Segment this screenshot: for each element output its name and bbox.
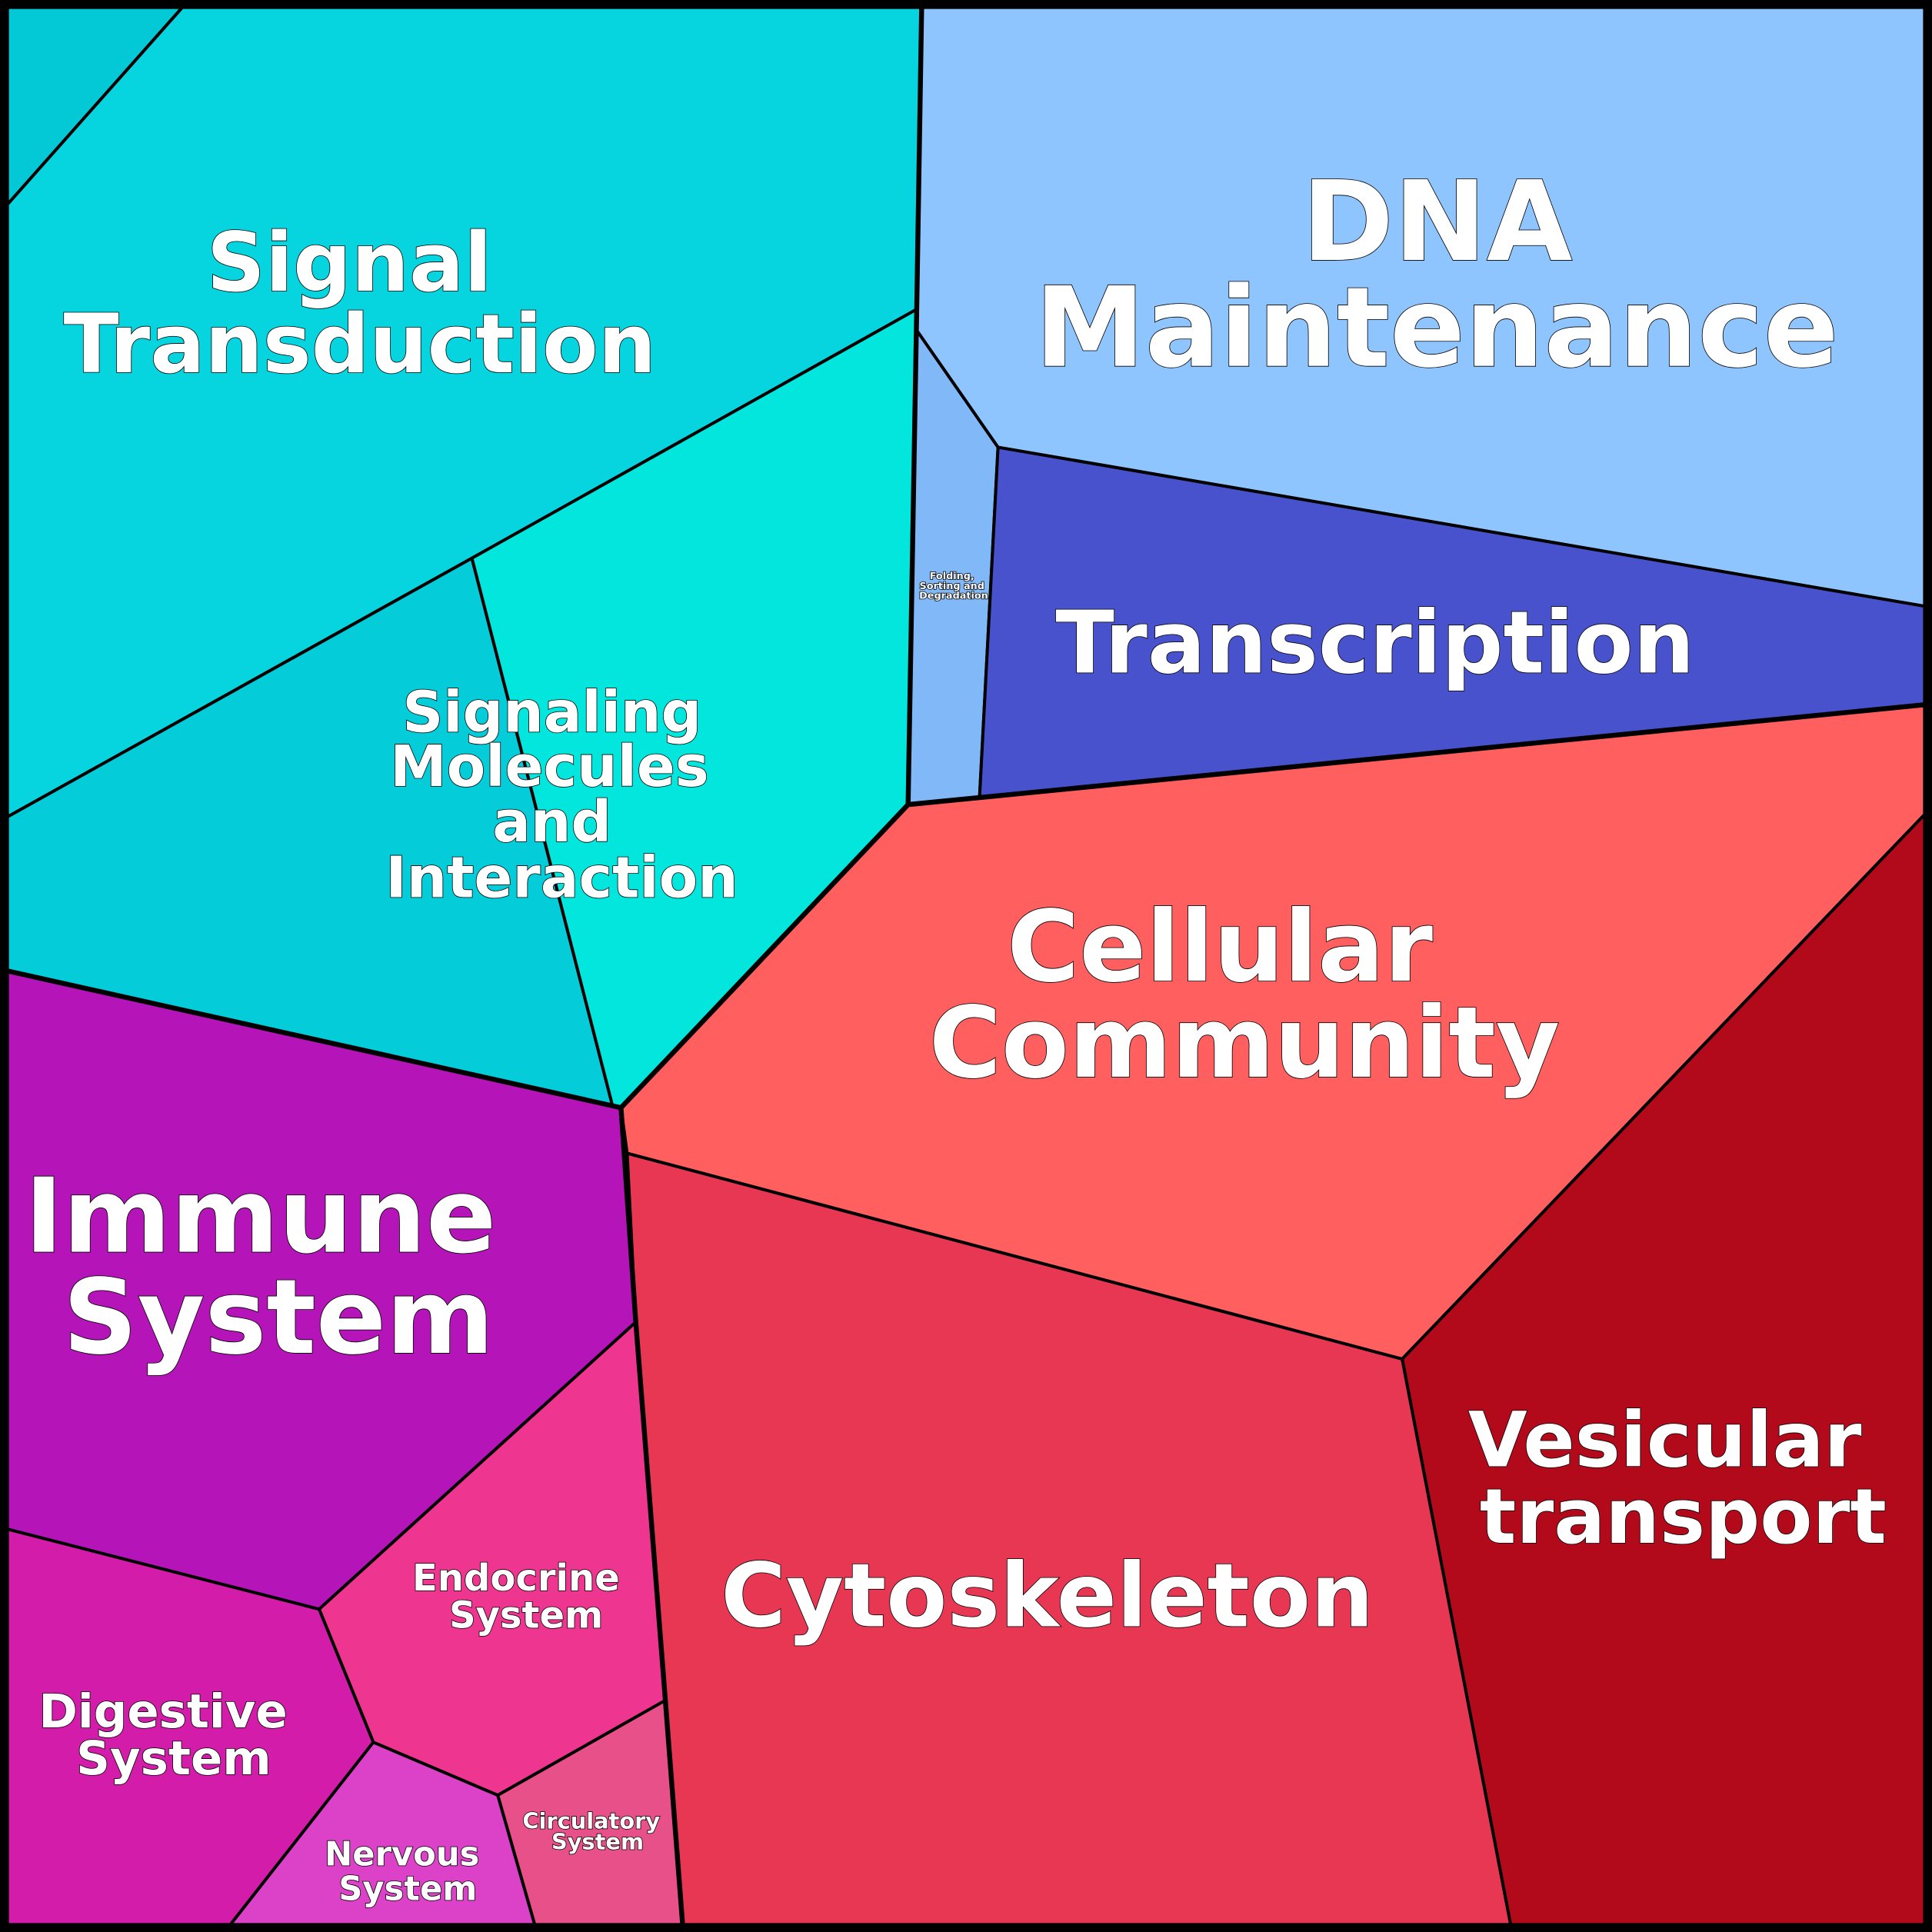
label-digestive-system: Digestive System [38, 1684, 304, 1786]
label-nervous-system: Nervous System [325, 1835, 491, 1908]
label-signal-transduction: Signal Transduction [64, 215, 656, 391]
label-circulatory-system: Circulatory System [522, 1807, 668, 1854]
label-dna-maintenance: DNA Maintenance [1034, 158, 1838, 393]
label-signaling-molecules: Signaling Molecules and Interaction [385, 681, 738, 911]
group-border [618, 1108, 685, 1925]
label-immune-system: Immune System [25, 1156, 532, 1377]
label-transcription: Transcription [1055, 594, 1694, 694]
group-border [905, 7, 924, 805]
label-endocrine-system: Endocrine System [412, 1557, 633, 1637]
group-border [6, 702, 1925, 1111]
label-cellular-community: Cellular Community [929, 890, 1560, 1101]
label-folding: Folding, Sorting and Degradation [919, 571, 988, 602]
label-cytoskeleton: Cytoskeleton [721, 1545, 1374, 1648]
label-vesicular-transport: Vesicular transport [1468, 1396, 1888, 1561]
